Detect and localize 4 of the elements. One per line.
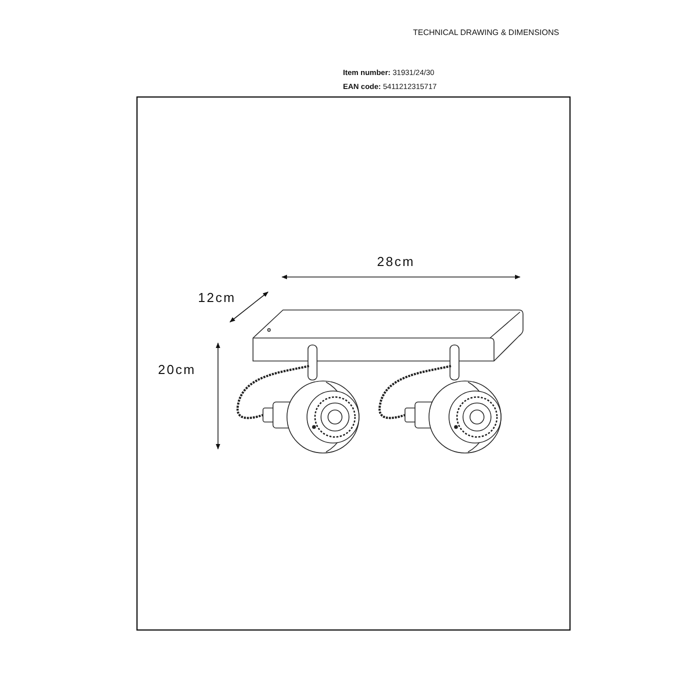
dimension-label: 20cm [158, 363, 196, 376]
page-heading: TECHNICAL DRAWING & DIMENSIONS [413, 29, 560, 37]
dimension-label: 12cm [198, 291, 236, 304]
dimension-label: 28cm [377, 255, 415, 268]
